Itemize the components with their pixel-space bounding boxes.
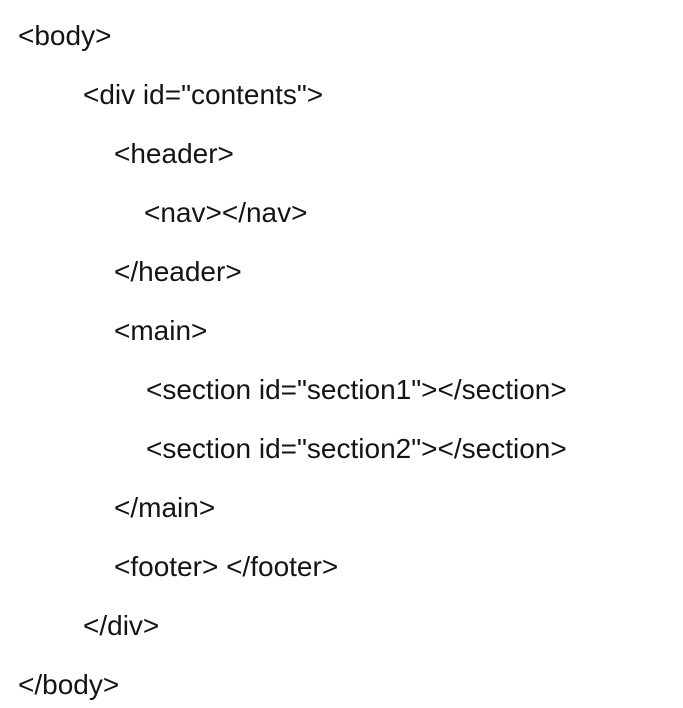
code-line: <footer> </footer> (114, 551, 339, 582)
code-line: </div> (83, 610, 160, 641)
code-line: <section id="section1"></section> (146, 374, 567, 405)
code-line: <nav></nav> (144, 197, 308, 228)
code-line: <header> (114, 138, 234, 169)
code-line: <main> (114, 315, 208, 346)
code-line: </header> (114, 256, 242, 287)
code-line: </body> (18, 669, 120, 700)
code-line: </main> (114, 492, 216, 523)
code-line: <body> (18, 20, 112, 51)
code-line: <div id="contents"> (83, 79, 324, 110)
code-line: <section id="section2"></section> (146, 433, 567, 464)
